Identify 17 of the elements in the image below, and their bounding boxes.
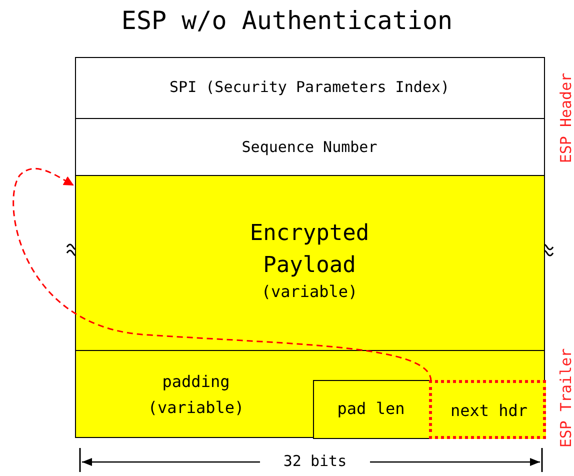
arrow — [12, 168, 432, 382]
field-label: Sequence Number — [240, 138, 378, 156]
field-label: SPI (Security Parameters Index) — [168, 78, 450, 96]
section-label: ESP Header — [557, 72, 574, 166]
section-label: ESP Trailer — [557, 348, 574, 448]
field-label: Encrypted Payload — [248, 220, 370, 280]
field-label: (variable) — [260, 282, 359, 301]
header-field — [75, 57, 545, 119]
field-label: padding (variable) — [146, 371, 246, 419]
payload-field — [75, 175, 545, 351]
trailer-field — [75, 350, 545, 438]
diagram-title: ESP w/o Authentication — [120, 6, 454, 35]
trailer-field — [429, 380, 546, 439]
field-label: next hdr — [449, 401, 529, 420]
field-label: pad len — [336, 399, 406, 418]
header-field — [75, 118, 545, 176]
trailer-field — [313, 380, 430, 439]
